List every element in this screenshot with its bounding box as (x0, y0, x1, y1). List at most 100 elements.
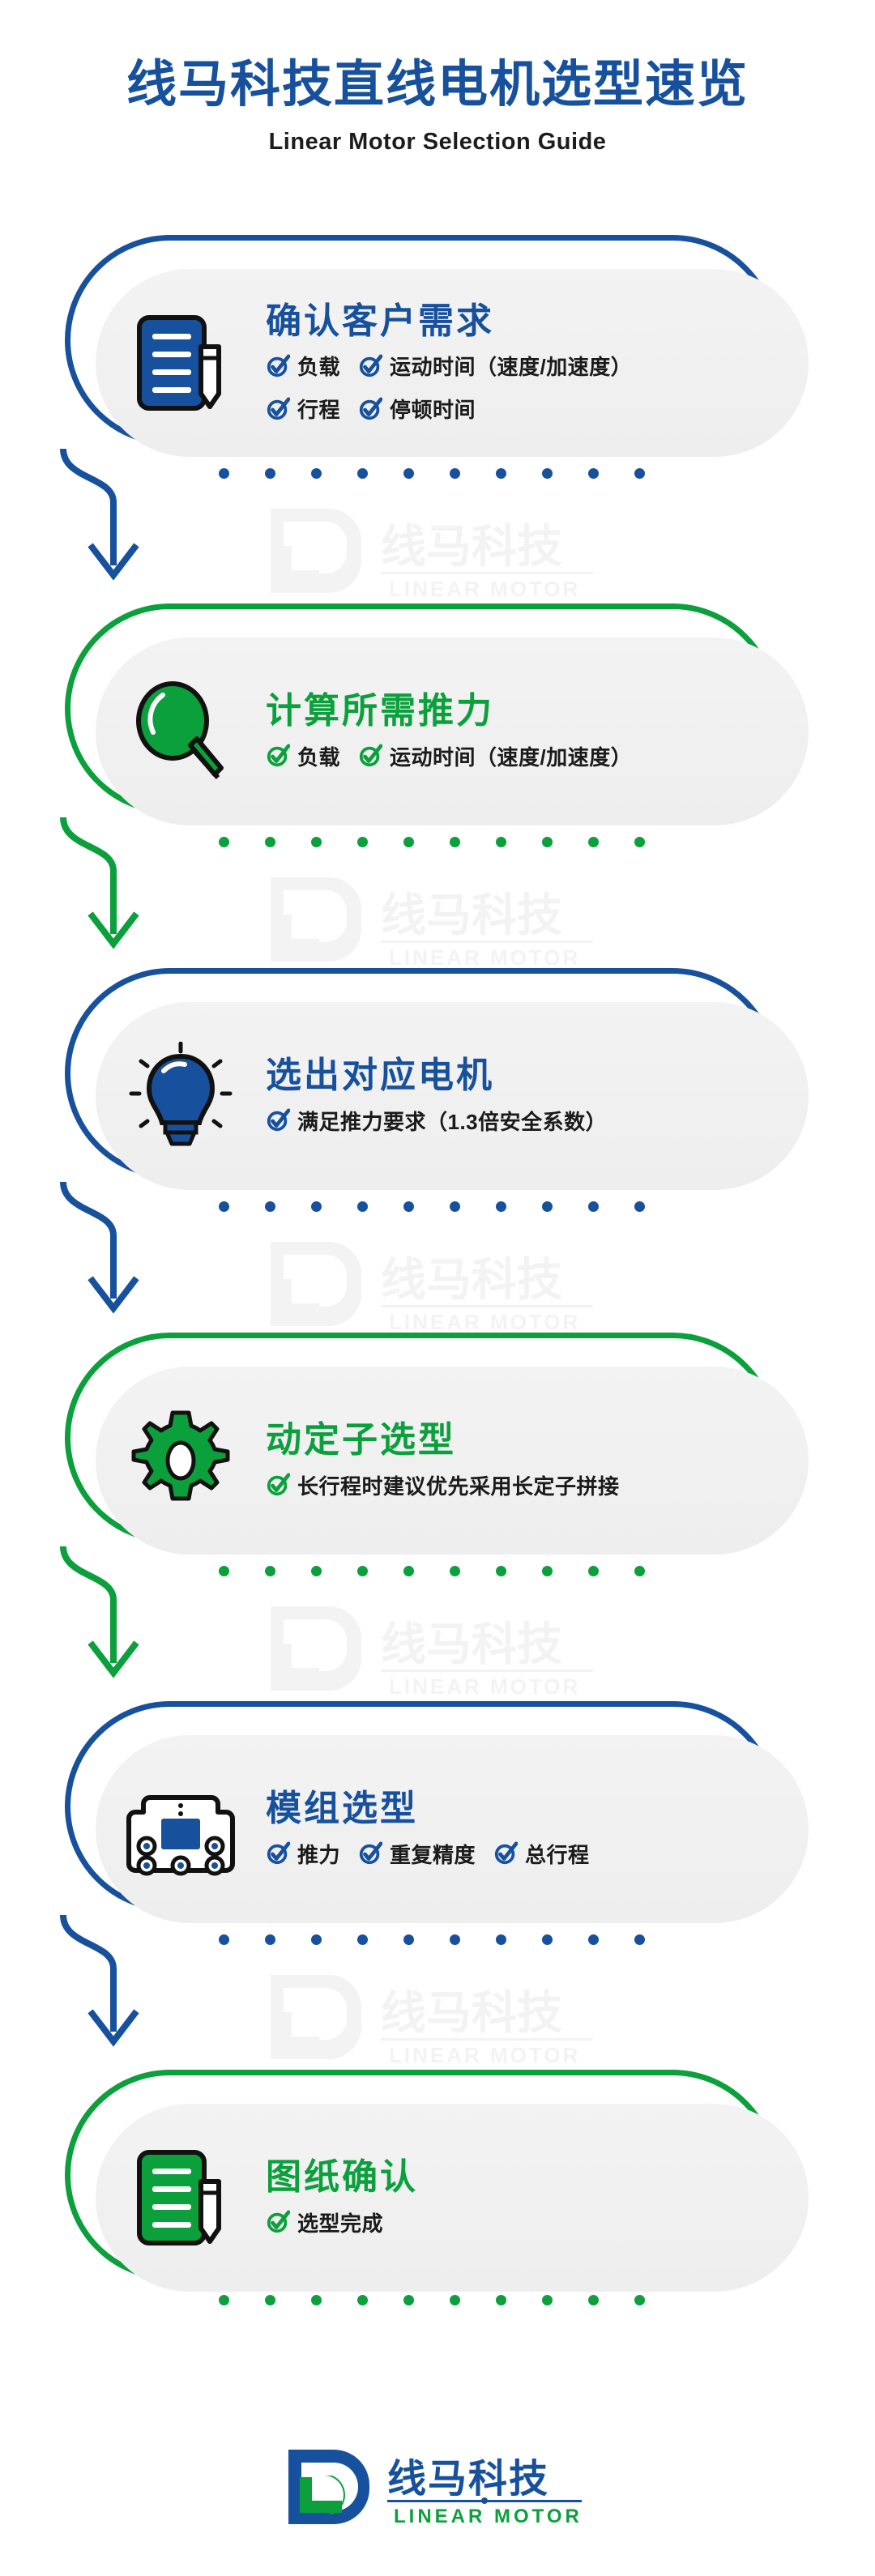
check-circle-icon (359, 397, 383, 420)
dot (265, 1566, 275, 1576)
connector-2 (60, 812, 810, 966)
connector-dots-6 (219, 2295, 681, 2305)
step-text-6: 图纸确认 选型完成 (266, 2157, 809, 2237)
dot (450, 1566, 460, 1576)
logo-l-foot (300, 2501, 342, 2513)
step-text-2: 计算所需推力 负载 运动时间（速度/加速度） (266, 691, 809, 771)
dot (357, 1201, 368, 1212)
dot (357, 2295, 368, 2305)
connector-dots-2 (219, 837, 681, 847)
step-text-3: 选出对应电机 满足推力要求（1.3倍安全系数） (266, 1056, 809, 1135)
bullet-item: 运动时间（速度/加速度） (358, 741, 632, 771)
dot (357, 468, 368, 479)
bullet-item: 选型完成 (266, 2207, 383, 2237)
step-content-3: 选出对应电机 满足推力要求（1.3倍安全系数） (96, 1002, 809, 1190)
dot (542, 468, 553, 479)
magnifier-icon (96, 679, 266, 784)
dot (496, 468, 506, 479)
footer-logo: 线马科技 LINEAR MOTOR (0, 2445, 875, 2529)
connector-dots-4 (219, 1566, 681, 1576)
bullet-item: 重复精度 (358, 1839, 476, 1869)
footer-brand-en: LINEAR MOTOR (394, 2506, 583, 2527)
dot (496, 1934, 506, 1945)
connector-dots-3 (219, 1201, 681, 1212)
dot (634, 468, 645, 479)
dot (311, 1566, 322, 1576)
flow-arrow-down-icon (60, 448, 139, 581)
dot (219, 468, 229, 479)
dot (634, 837, 645, 847)
check-circle-icon (267, 397, 290, 420)
bullet-label: 满足推力要求（1.3倍安全系数） (297, 1109, 608, 1134)
dot (403, 1201, 414, 1212)
dot (311, 2295, 322, 2305)
dot (403, 837, 414, 847)
dot (219, 1934, 229, 1945)
module-stage-icon (96, 1781, 266, 1877)
dot (265, 468, 275, 479)
dot (219, 1201, 229, 1212)
bullet-label: 总行程 (525, 1842, 590, 1867)
dot (634, 1566, 645, 1576)
bullet-label: 选型完成 (297, 2211, 384, 2236)
step-bullets-2: 负载 运动时间（速度/加速度） (266, 741, 788, 771)
bullet-label: 重复精度 (390, 1842, 476, 1867)
step-bullets-1: 负载 运动时间（速度/加速度） 行程 停顿时 (266, 351, 788, 424)
dot (634, 1201, 645, 1212)
document-pencil-icon (96, 2146, 266, 2250)
step-text-5: 模组选型 推力 重复精度 总行程 (266, 1789, 809, 1868)
connector-3 (60, 1177, 810, 1331)
step-content-4: 动定子选型 长行程时建议优先采用长定子拼接 (96, 1367, 809, 1555)
step-panel-3 (96, 1002, 809, 1190)
step-content-6: 图纸确认 选型完成 (96, 2104, 809, 2292)
dot (219, 1566, 229, 1576)
bullet-item: 运动时间（速度/加速度） (358, 351, 632, 381)
page-header: 线马科技直线电机选型速览 Linear Motor Selection Guid… (0, 58, 875, 156)
step-title-1: 确认客户需求 (266, 301, 494, 341)
connector-dots-5 (219, 1934, 681, 1945)
page-title: 线马科技直线电机选型速览 (126, 57, 749, 113)
dot (450, 468, 460, 479)
bullet-item: 满足推力要求（1.3倍安全系数） (266, 1106, 607, 1136)
step-title-2: 计算所需推力 (266, 691, 494, 731)
check-circle-icon (267, 2210, 290, 2233)
dot (311, 468, 322, 479)
dot (219, 2295, 229, 2305)
dot (450, 1201, 460, 1212)
dot (311, 837, 322, 847)
check-circle-icon (359, 744, 383, 767)
connector-dots-1 (219, 468, 681, 479)
dot (588, 837, 599, 847)
dot (265, 1201, 275, 1212)
dot (588, 468, 599, 479)
dot (450, 837, 460, 847)
ld-monogram-logo: 线马科技 LINEAR MOTOR (288, 2450, 583, 2527)
step-text-1: 确认客户需求 负载 运动时间（速度/加速度） 行 (266, 301, 809, 424)
bullet-label: 停顿时间 (390, 398, 476, 423)
connector-5 (60, 1910, 810, 2064)
dot (403, 1566, 414, 1576)
page-subtitle: Linear Motor Selection Guide (268, 129, 607, 156)
check-circle-icon (359, 354, 383, 377)
flow-arrow-down-icon (60, 1914, 139, 2047)
flow-arrow-down-icon (60, 1181, 139, 1314)
step-title-3: 选出对应电机 (266, 1056, 494, 1096)
check-circle-icon (267, 1841, 290, 1865)
step-content-5: 模组选型 推力 重复精度 总行程 (96, 1735, 809, 1923)
bullet-label: 长行程时建议优先采用长定子拼接 (297, 1474, 620, 1499)
bullet-item: 停顿时间 (358, 394, 476, 424)
gear-icon (96, 1410, 266, 1512)
dot (542, 1934, 553, 1945)
lightbulb-icon (96, 1042, 266, 1150)
dot (357, 837, 368, 847)
dot (542, 1201, 553, 1212)
bullet-item: 长行程时建议优先采用长定子拼接 (266, 1470, 620, 1500)
bullet-label: 负载 (297, 744, 341, 770)
bullet-label: 行程 (297, 398, 341, 423)
dot (219, 837, 229, 847)
dot (496, 2295, 506, 2305)
step-text-4: 动定子选型 长行程时建议优先采用长定子拼接 (266, 1420, 809, 1500)
bullet-item: 负载 (266, 741, 340, 771)
bullet-item: 负载 (266, 351, 340, 381)
dot (588, 1934, 599, 1945)
